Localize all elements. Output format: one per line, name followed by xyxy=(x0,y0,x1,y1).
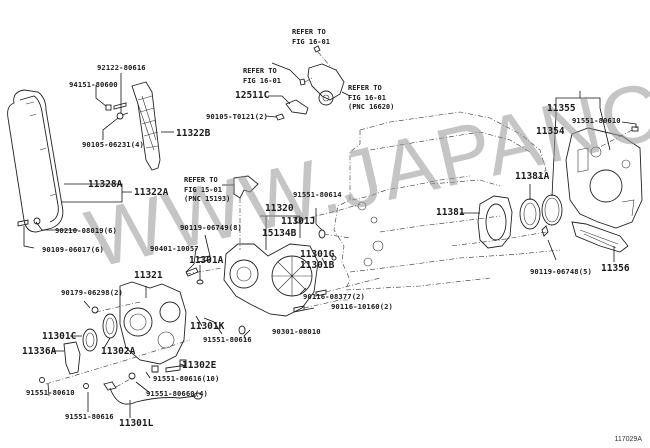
label-11321: 11321 xyxy=(134,270,163,281)
label-91551-80614: 91551-80614 xyxy=(293,190,342,199)
label-91551-80610-b: 91551-80610 xyxy=(572,116,621,125)
label-90109-06017: 90109-06017(6) xyxy=(42,245,104,254)
label-91551-80616-c: 91551-80616 xyxy=(65,412,114,421)
label-11336A: 11336A xyxy=(22,346,57,357)
bracket-12511C-drawing xyxy=(275,99,309,121)
label-11301C: 11301C xyxy=(42,331,77,342)
label-11356: 11356 xyxy=(601,263,630,274)
tensioner-drawing xyxy=(299,45,345,106)
label-15134B: 15134B xyxy=(262,228,297,239)
label-11355: 11355 xyxy=(547,103,576,114)
label-90105-T0121: 90105-T0121(2) xyxy=(206,112,268,121)
label-11302E: 11302E xyxy=(182,360,217,371)
label-90210-08019: 90210-08019(6) xyxy=(55,226,117,235)
refer-to-fig15: REFER TO FIG 15-01 (PNC 15193) xyxy=(184,176,231,203)
label-12511C: 12511C xyxy=(235,90,270,101)
label-11320: 11320 xyxy=(265,203,294,214)
label-92122-80616: 92122-80616 xyxy=(97,63,146,72)
label-11302A: 11302A xyxy=(101,346,136,357)
label-90179-06298: 90179-06298(2) xyxy=(61,288,123,297)
label-90105-06231: 90105-06231(4) xyxy=(82,140,144,149)
oil-seals-drawing xyxy=(519,194,563,230)
label-11381: 11381 xyxy=(436,207,465,218)
bracket-11336A-drawing xyxy=(63,341,81,375)
timing-cover-11320-drawing xyxy=(223,243,319,317)
sensor-cable-11301L-drawing xyxy=(83,381,203,405)
refer-to-fig16-left: REFER TO FIG 16-01 xyxy=(243,67,281,85)
assembly-lines xyxy=(45,203,547,388)
label-11322A: 11322A xyxy=(134,187,169,198)
label-11301L: 11301L xyxy=(119,418,154,429)
cover-11321-drawing xyxy=(119,281,187,365)
bolts-top-left-drawing xyxy=(105,102,129,120)
gasket-fig15-drawing xyxy=(233,175,259,250)
label-90116-10160: 90116-10160(2) xyxy=(331,302,393,311)
label-91551-80660: 91551-80660(4) xyxy=(146,389,208,398)
plate-11356-drawing xyxy=(571,221,629,253)
end-plate-11355-drawing xyxy=(565,126,643,229)
label-94151-80600: 94151-80600 xyxy=(69,80,118,89)
label-11322B: 11322B xyxy=(176,128,211,139)
cover-plate-11322B-drawing xyxy=(131,81,161,171)
label-11381A: 11381A xyxy=(515,171,550,182)
timing-cover-upper-drawing xyxy=(7,89,64,233)
label-91551-80610-a: 91551-80610 xyxy=(26,388,75,397)
refer-to-fig16-top: REFER TO FIG 16-01 xyxy=(292,28,330,46)
label-11301J: 11301J xyxy=(281,216,316,227)
label-11301K: 11301K xyxy=(190,321,225,332)
label-11301A: 11301A xyxy=(189,255,224,266)
leader-lines xyxy=(23,62,637,418)
label-91551-80616-a: 91551-80616 xyxy=(203,335,252,344)
label-11328A: 11328A xyxy=(88,179,123,190)
label-90401-10057: 90401-10057 xyxy=(150,244,199,253)
label-11354: 11354 xyxy=(536,126,565,137)
refer-to-fig16-right: REFER TO FIG 16-01 (PNC 16620) xyxy=(348,84,395,111)
label-90301-08010: 90301-08010 xyxy=(272,327,321,336)
label-91551-80616-10: 91551-80616(10) xyxy=(153,374,220,383)
engine-block-phantom-drawing xyxy=(333,111,561,291)
label-90116-08377: 90116-08377(2) xyxy=(303,292,365,301)
oil-seal-retainer-11381-drawing xyxy=(477,195,513,249)
figure-id: 117029A xyxy=(614,436,642,443)
label-90119-06749: 90119-06749(8) xyxy=(180,223,242,232)
label-11301G: 11301G xyxy=(300,249,335,260)
label-11301B: 11301B xyxy=(300,260,335,271)
label-90119-06748: 90119-06748(5) xyxy=(530,267,592,276)
